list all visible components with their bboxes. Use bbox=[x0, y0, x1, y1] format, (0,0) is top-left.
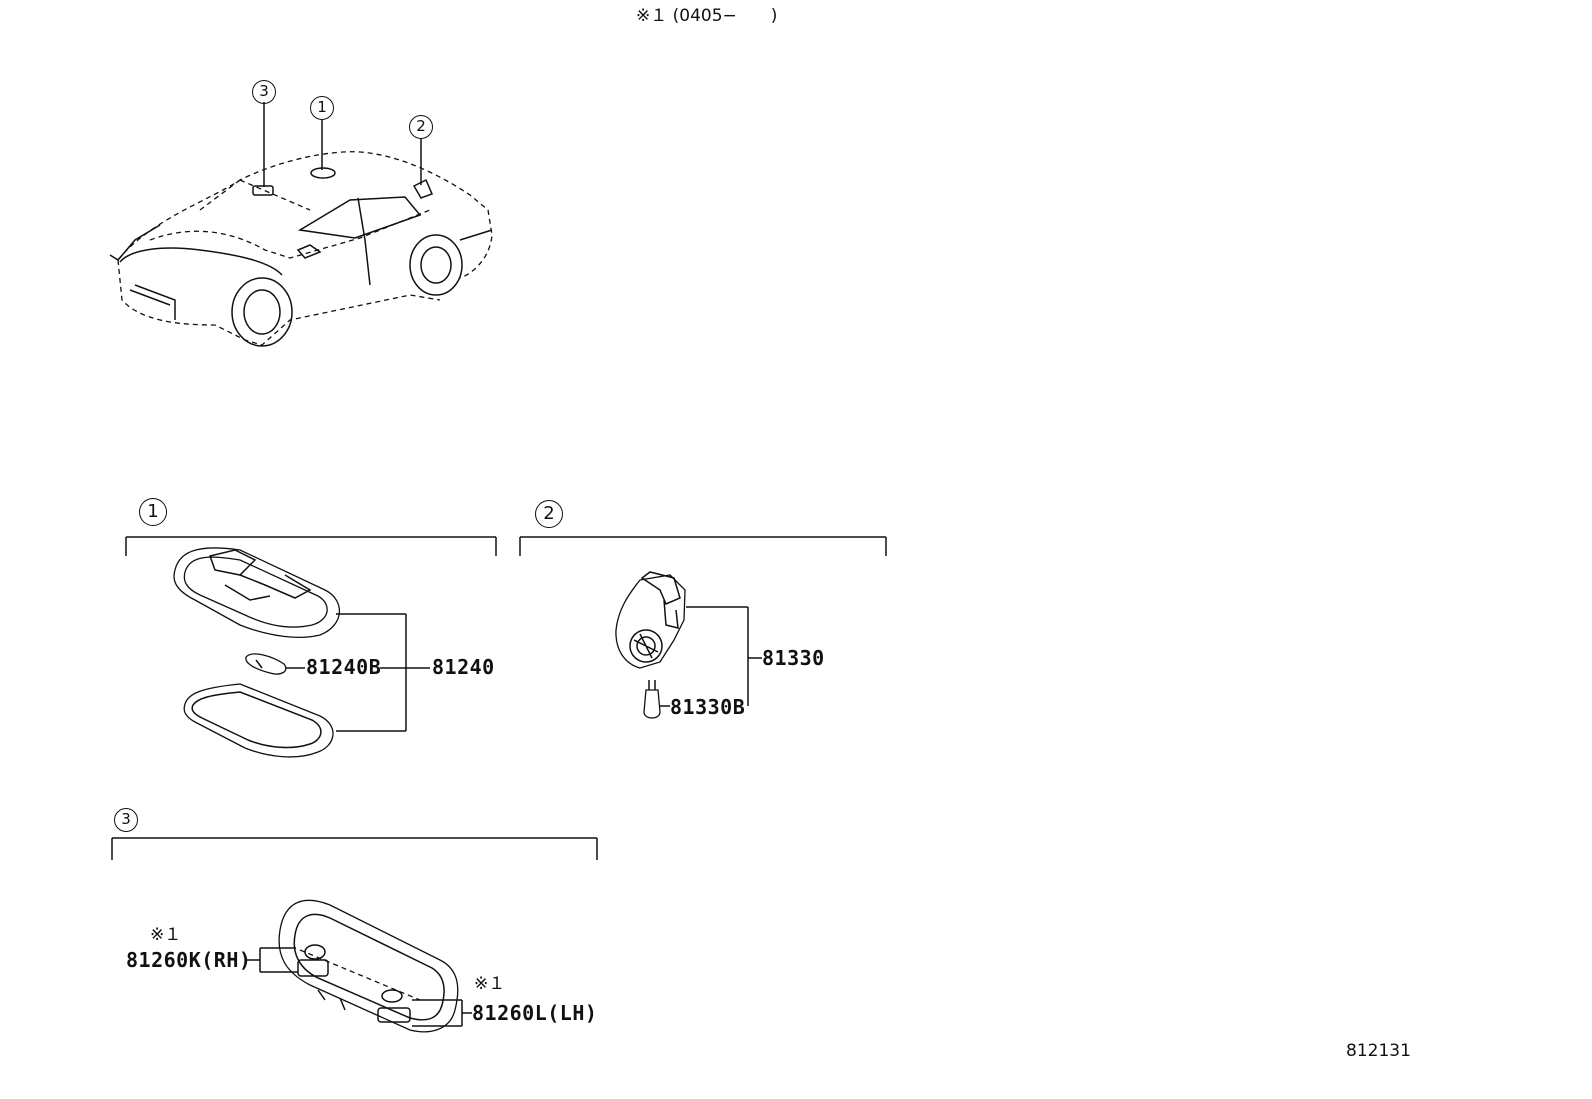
section-3-leaders bbox=[246, 947, 472, 1027]
figure-id: 812131 bbox=[1346, 1041, 1411, 1061]
car-illustration bbox=[109, 102, 493, 347]
section-2-number: 2 bbox=[535, 500, 563, 528]
car-callout-1: 1 bbox=[310, 96, 334, 120]
section-3-number: 3 bbox=[114, 808, 138, 832]
note-81260l: ※１ bbox=[474, 974, 506, 994]
map-lamp-assembly bbox=[278, 899, 459, 1033]
note-81260k: ※１ bbox=[150, 925, 182, 945]
car-callout-3: 3 bbox=[252, 80, 276, 104]
header-note: ※１ (0405− ) bbox=[636, 6, 778, 26]
section-1-bracket bbox=[125, 536, 497, 556]
dome-lamp-bulb bbox=[245, 653, 287, 675]
car-callout-2: 2 bbox=[409, 115, 433, 139]
section-2-bracket bbox=[519, 536, 887, 556]
part-label-81260l: 81260L(LH) bbox=[472, 1001, 598, 1025]
part-label-81240b: 81240B bbox=[306, 655, 382, 679]
section-1-leaders bbox=[286, 613, 430, 732]
part-label-81330: 81330 bbox=[762, 646, 825, 670]
part-label-81240: 81240 bbox=[432, 655, 495, 679]
dome-lamp-lens bbox=[183, 683, 334, 758]
courtesy-lamp-bulb bbox=[643, 680, 661, 719]
courtesy-lamp-socket bbox=[615, 571, 686, 669]
part-label-81330b: 81330B bbox=[670, 695, 746, 719]
section-2-leaders bbox=[660, 606, 762, 707]
dome-lamp-housing bbox=[173, 547, 341, 638]
section-1-number: 1 bbox=[139, 498, 167, 526]
section-3-bracket bbox=[111, 837, 598, 860]
part-label-81260k: 81260K(RH) bbox=[126, 948, 252, 972]
